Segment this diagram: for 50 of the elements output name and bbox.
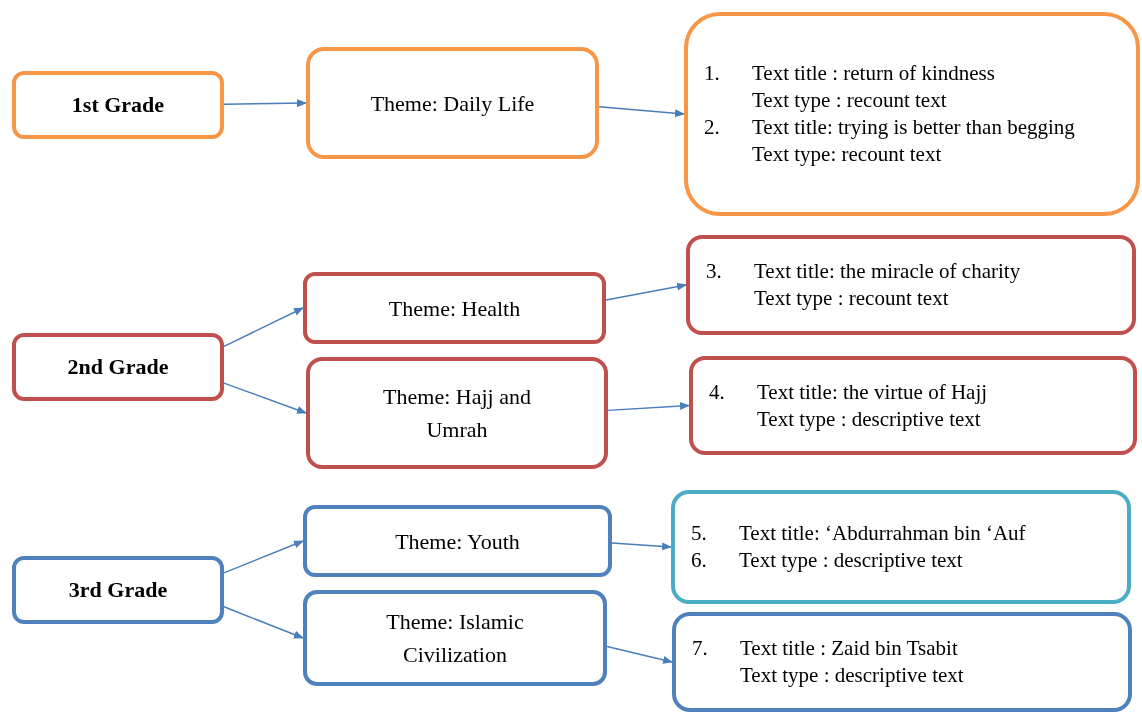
arrow	[223, 99, 307, 108]
arrow	[605, 282, 687, 301]
list-item-text: Text title : return of kindness	[752, 60, 995, 87]
list-number: 2.	[704, 114, 721, 141]
grade-box	[12, 556, 224, 624]
theme-box	[306, 357, 608, 469]
theme-label: Theme: Daily Life	[370, 89, 535, 118]
theme-box	[306, 47, 599, 159]
text-list-box	[684, 12, 1140, 216]
arrow	[223, 307, 304, 348]
theme-label: Theme: Islamic Civilization	[385, 608, 525, 669]
list-item-text: Text type : descriptive text	[740, 662, 964, 689]
list-item-text: Text type : descriptive text	[757, 405, 981, 433]
list-item-text: Text type : recount text	[752, 87, 947, 114]
list-item-text: Text type : recount text	[754, 285, 949, 312]
list-item-text: Text title : Zaid bin Tsabit	[740, 635, 958, 662]
arrow	[223, 382, 307, 414]
grade-label: 3rd Grade	[68, 576, 168, 604]
list-item-text: Text type: recount text	[752, 141, 942, 168]
arrow	[607, 402, 690, 412]
theme-label: Theme: Health	[388, 294, 521, 323]
list-item-text: Text title: the virtue of Hajj	[757, 378, 988, 406]
theme-box	[303, 590, 607, 686]
grade-box	[12, 333, 224, 401]
arrow	[223, 606, 304, 639]
list-number: 5.	[691, 520, 708, 547]
list-number: 3.	[706, 258, 723, 285]
theme-box	[303, 272, 606, 344]
arrow	[606, 645, 673, 664]
theme-label: Theme: Hajj and Umrah	[382, 383, 532, 444]
theme-box	[303, 505, 612, 577]
arrow	[223, 540, 304, 574]
text-list-box	[689, 356, 1137, 455]
list-number: 7.	[692, 635, 709, 662]
list-number: 1.	[704, 60, 721, 87]
list-item-text: Text type : descriptive text	[739, 547, 963, 574]
list-item-text: Text title: trying is better than begging	[752, 114, 1075, 141]
text-list-box	[686, 235, 1136, 335]
list-number: 6.	[691, 547, 708, 574]
grade-label: 1st Grade	[71, 91, 165, 119]
text-list-box	[672, 612, 1132, 712]
list-number: 4.	[709, 378, 726, 406]
list-item-text: Text title: the miracle of charity	[754, 258, 1021, 285]
text-list-box	[671, 490, 1131, 604]
arrow	[598, 106, 685, 118]
grade-box	[12, 71, 224, 139]
list-item-text: Text title: ‘Abdurrahman bin ‘Auf	[739, 520, 1026, 547]
grade-label: 2nd Grade	[67, 353, 169, 381]
arrow	[611, 542, 672, 551]
theme-label: Theme: Youth	[395, 527, 520, 556]
